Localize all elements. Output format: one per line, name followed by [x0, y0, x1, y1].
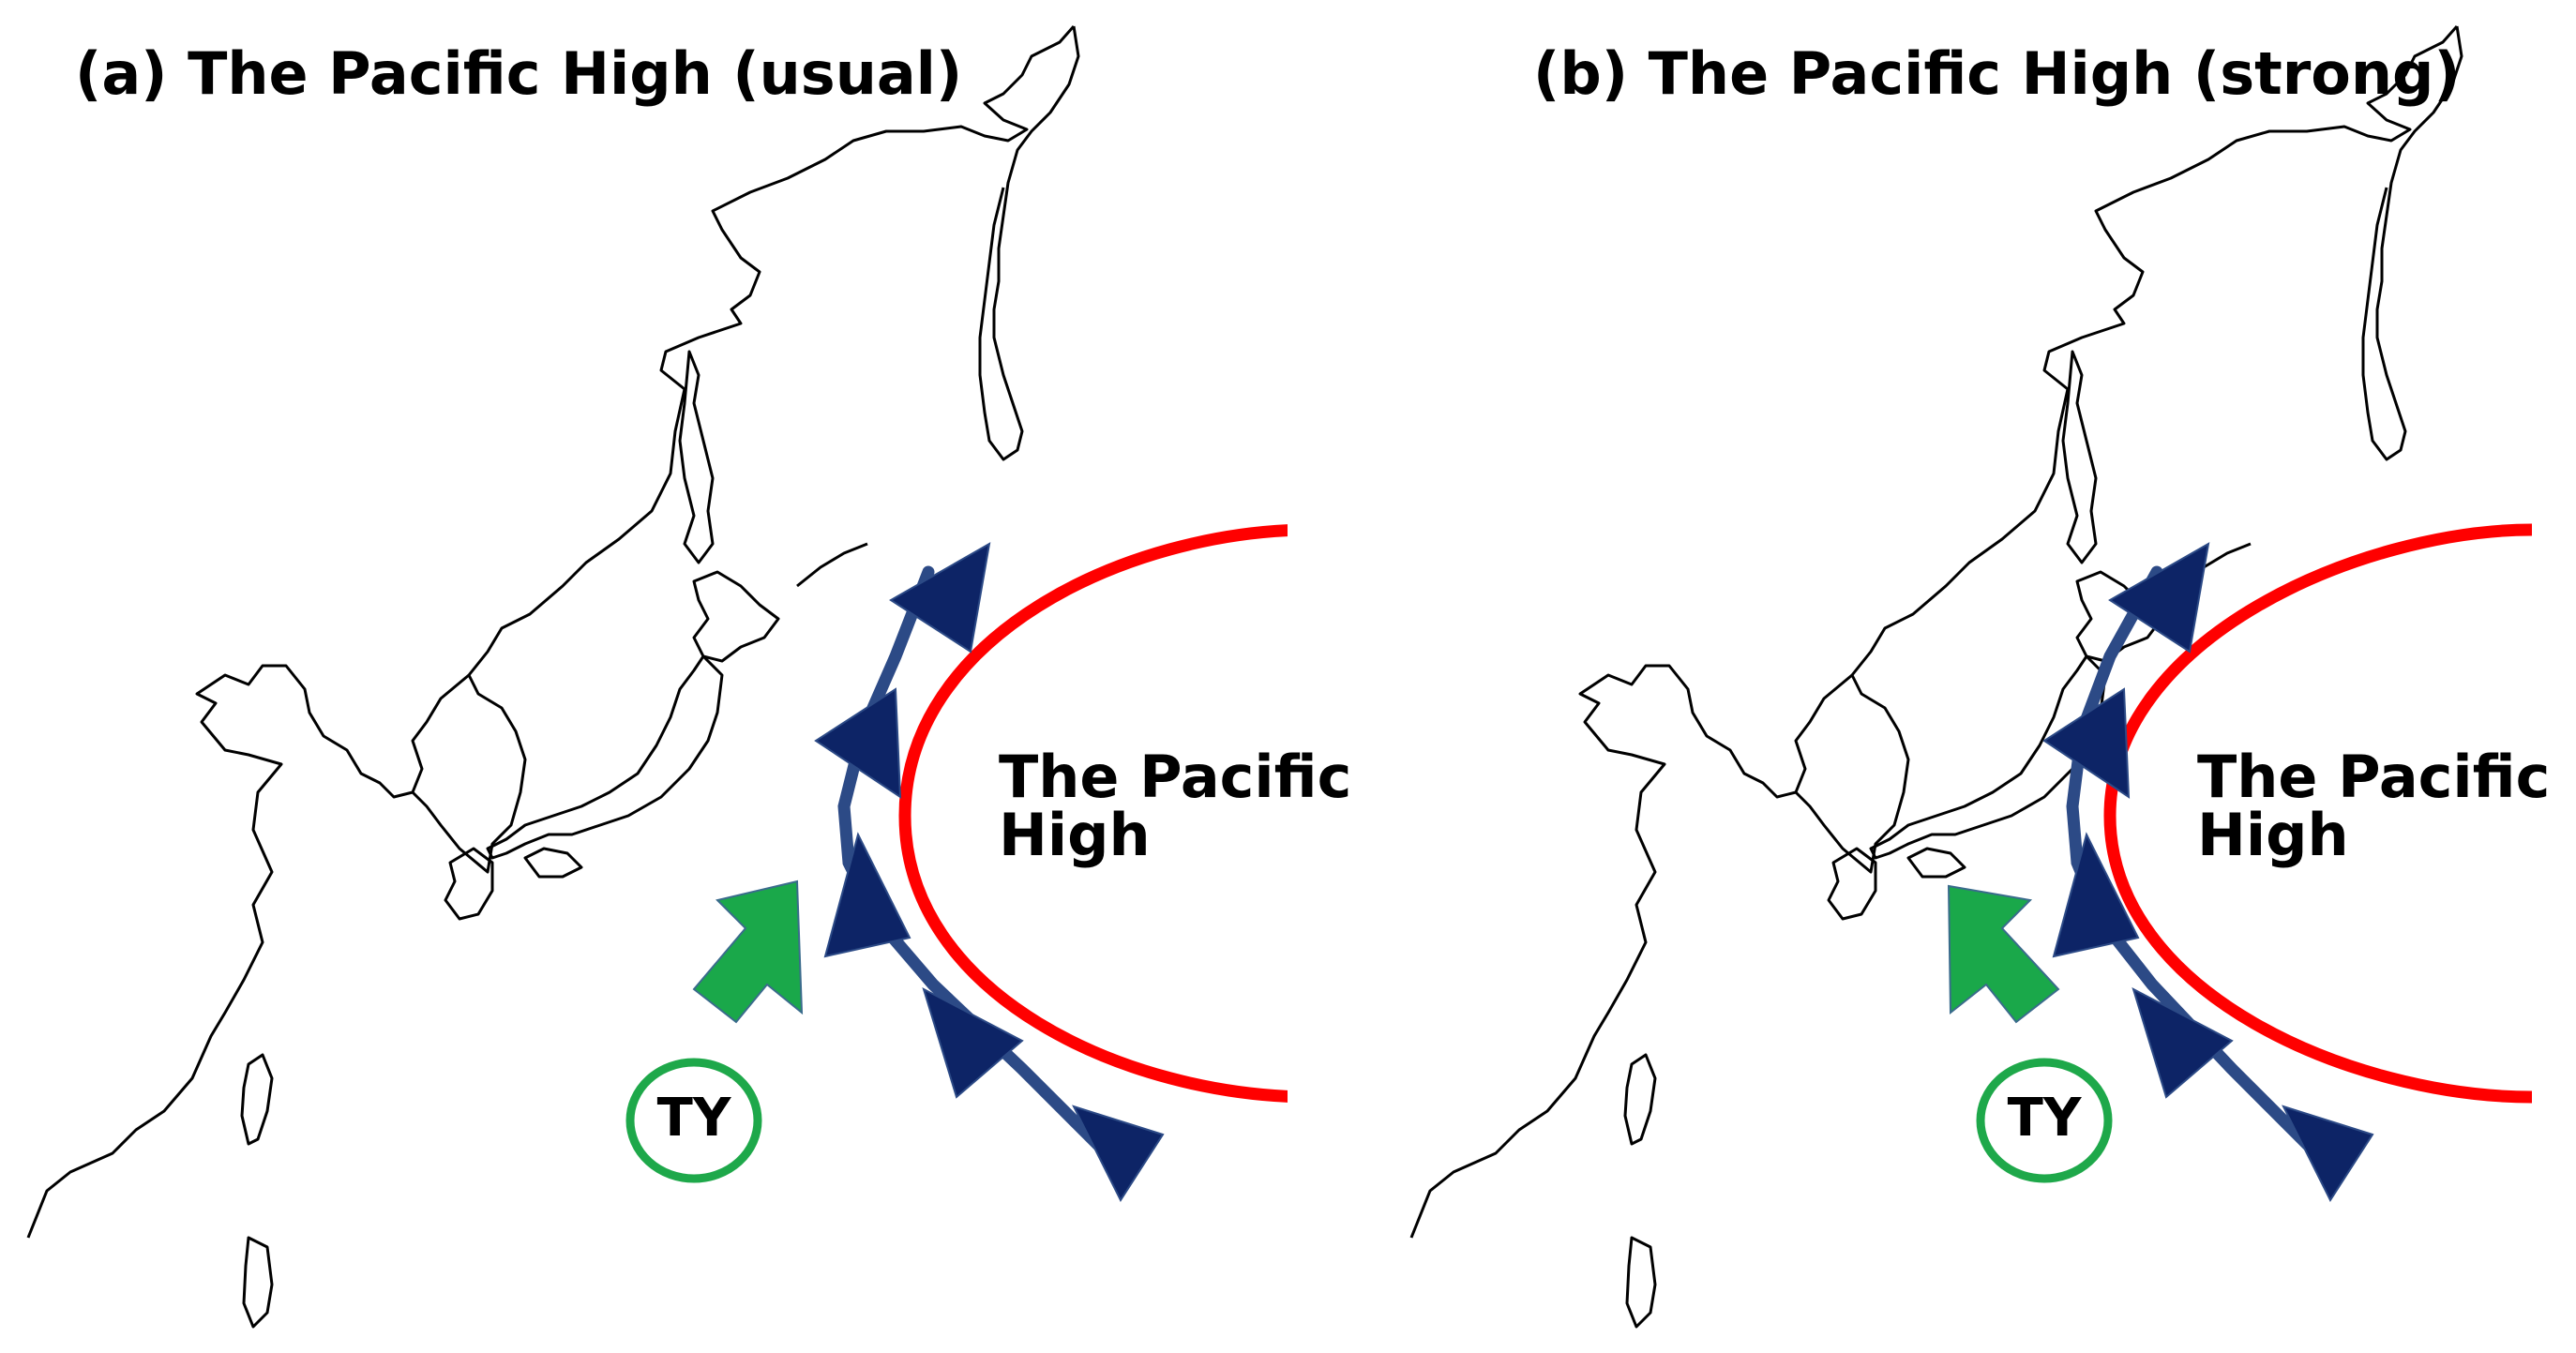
track-arrowhead	[2132, 987, 2234, 1099]
track-arrowheads	[814, 542, 1165, 1203]
map-usual	[26, 25, 1288, 1329]
korean-peninsula	[1794, 674, 1910, 874]
track-arrowhead	[1072, 1105, 1165, 1203]
sakhalin-island	[2061, 350, 2098, 564]
kyushu-island	[444, 847, 494, 921]
panel-usual: (a) The Pacific High (usual)	[26, 25, 1351, 1329]
kyushu-island	[1827, 847, 1877, 921]
hokkaido-island	[2075, 570, 2163, 663]
kuril-islands	[796, 542, 868, 588]
track-arrowheads	[2042, 542, 2374, 1203]
hokkaido-island	[692, 570, 780, 663]
track-arrowhead	[2108, 542, 2210, 654]
panel-title: (b) The Pacific High (strong)	[1533, 39, 2461, 108]
panel-strong: (b) The Pacific High (strong)	[1360, 0, 2576, 1353]
kamchatka-peninsula	[978, 25, 1080, 461]
typhoon-track	[837, 565, 1132, 1179]
track-arrowhead	[2282, 1105, 2374, 1203]
taiwan-island	[1623, 1053, 1657, 1146]
pacific-high-boundary	[898, 524, 1288, 1103]
luzon-island	[242, 1236, 274, 1329]
typhoon-movement-arrow	[692, 879, 804, 1024]
pacific-high-label-line2: High	[2197, 801, 2349, 869]
typhoon-movement-arrow	[1947, 884, 2060, 1024]
taiwan-island	[240, 1053, 274, 1146]
pacific-high-label: The Pacific High	[2197, 748, 2550, 864]
coastline	[1409, 25, 2463, 1329]
shikoku-island	[523, 847, 583, 879]
track-arrowhead	[814, 687, 902, 799]
typhoon-circle	[625, 1058, 762, 1183]
pacific-high-label-line1: The Pacific	[999, 743, 1352, 811]
track-arrowhead	[889, 542, 991, 654]
typhoon-track	[2066, 565, 2342, 1179]
typhoon-circle	[1976, 1058, 2113, 1183]
luzon-island	[1625, 1236, 1657, 1329]
track-arrowhead	[823, 832, 911, 958]
pacific-high-boundary	[2103, 523, 2533, 1104]
track-arrowhead	[922, 987, 1024, 1099]
sakhalin-island	[678, 350, 715, 564]
asia-mainland-coast	[1409, 25, 2459, 1239]
panel-title: (a) The Pacific High (usual)	[75, 39, 963, 108]
track-arrowhead	[2052, 832, 2140, 958]
asia-mainland-coast	[26, 25, 1076, 1239]
typhoon-label: TY	[2007, 1088, 2082, 1149]
korean-peninsula	[411, 674, 527, 874]
map-strong	[1409, 25, 2533, 1329]
pacific-high-label-line2: High	[999, 801, 1151, 869]
track-arrowhead	[2042, 687, 2131, 799]
kamchatka-peninsula	[2361, 25, 2463, 461]
coastline	[26, 25, 1080, 1329]
shikoku-island	[1906, 847, 1966, 879]
pacific-high-label-line1: The Pacific	[2197, 743, 2551, 811]
typhoon-label: TY	[656, 1088, 731, 1149]
honshu-island	[486, 654, 724, 860]
pacific-high-label: The Pacific High	[999, 748, 1351, 864]
